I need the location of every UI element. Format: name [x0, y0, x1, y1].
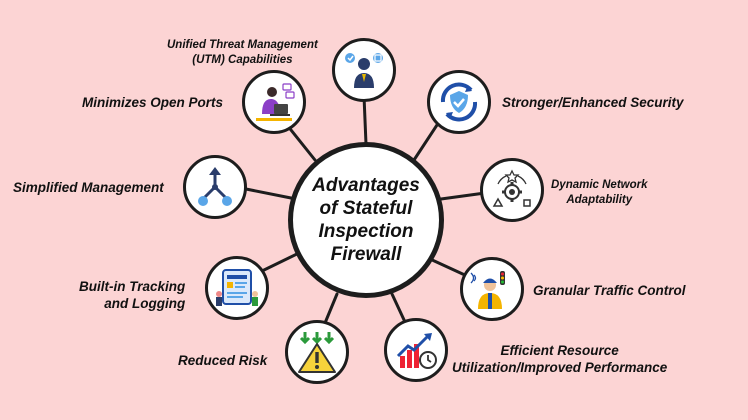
advantage-label-line: Reduced Risk	[178, 353, 268, 368]
advantage-label-line: Simplified Management	[13, 180, 164, 195]
advantage-label-line: (UTM) Capabilities	[192, 54, 293, 66]
traffic-controller-icon	[460, 257, 524, 321]
security-team-icon	[332, 38, 396, 102]
warning-icon	[285, 320, 349, 384]
advantage-label-line: Built-in Tracking	[79, 279, 186, 294]
advantage-label-dynamic-network: Dynamic Network Adaptability	[551, 178, 648, 208]
advantage-label-line: Efficient Resource	[500, 343, 619, 358]
advantage-label-simplified-management: Simplified Management	[13, 179, 164, 196]
advantage-label-line: Adaptability	[566, 194, 633, 206]
center-title-line: of Stateful	[319, 198, 413, 219]
advantage-label-reduced-risk: Reduced Risk	[178, 352, 267, 369]
advantage-label-line: Dynamic Network	[551, 179, 648, 191]
advantage-label-utm: Unified Threat Management (UTM) Capabili…	[167, 38, 318, 68]
advantage-label-line: Stronger/Enhanced Security	[502, 95, 684, 110]
growth-chart-icon	[384, 318, 448, 382]
advantage-label-security: Stronger/Enhanced Security	[502, 94, 684, 111]
center-title-line: Inspection	[318, 221, 414, 242]
center-title: Advantages of Stateful Inspection Firewa…	[301, 174, 431, 266]
center-title-line: Firewall	[330, 244, 402, 265]
advantage-label-line: Unified Threat Management	[167, 39, 318, 51]
advantage-label-line: Granular Traffic Control	[533, 283, 686, 298]
advantage-label-traffic-control: Granular Traffic Control	[533, 282, 686, 299]
tracking-dashboard-icon	[205, 256, 269, 320]
advantage-label-open-ports: Minimizes Open Ports	[82, 94, 223, 111]
shield-check-icon	[427, 70, 491, 134]
center-title-line: Advantages	[312, 175, 420, 196]
advantage-label-line: Minimizes Open Ports	[82, 95, 224, 110]
network-gear-icon	[480, 158, 544, 222]
advantage-label-line: Utilization/Improved Performance	[452, 360, 668, 375]
advantage-label-tracking: Built-in Tracking and Logging	[79, 278, 185, 312]
center-circle: Advantages of Stateful Inspection Firewa…	[288, 142, 444, 298]
advantage-label-line: and Logging	[104, 296, 186, 311]
merge-arrows-icon	[183, 155, 247, 219]
advantage-label-efficient-resource: Efficient Resource Utilization/Improved …	[452, 342, 667, 376]
person-laptop-icon	[242, 70, 306, 134]
